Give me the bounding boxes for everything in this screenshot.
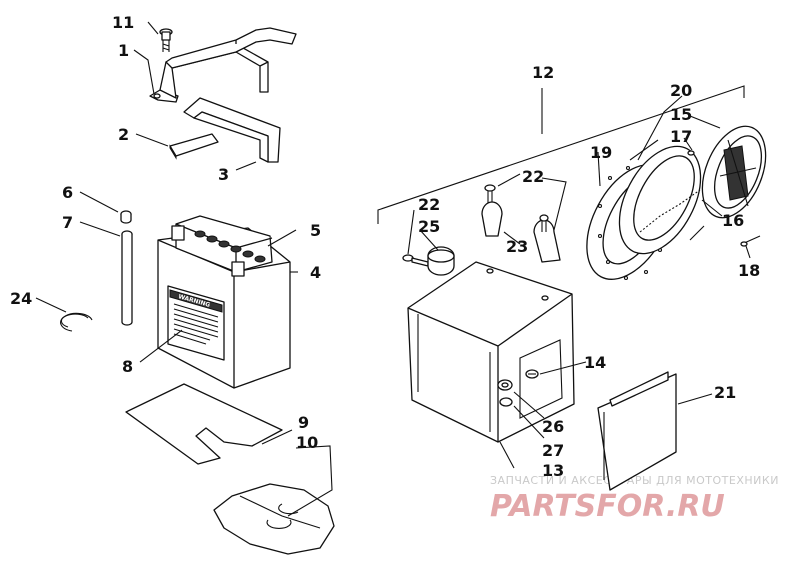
storage-box-part-13 (407, 261, 575, 443)
manual-part-21 (597, 371, 677, 491)
callout-15: 15 (670, 105, 692, 124)
callout-17: 17 (670, 127, 692, 146)
callout-26: 26 (542, 417, 564, 436)
callout-5: 5 (310, 221, 321, 240)
nut-part-27 (499, 397, 513, 407)
callout-10: 10 (296, 433, 318, 452)
callout-27: 27 (542, 441, 564, 460)
callout-8: 8 (122, 357, 133, 376)
callout-16: 16 (722, 211, 744, 230)
washer-part-26 (497, 379, 513, 391)
watermark-logo: PARTSFOR.RU (490, 489, 725, 524)
storage-bag-part-10 (213, 483, 335, 555)
callout-13: 13 (542, 461, 564, 480)
callout-23: 23 (506, 237, 528, 256)
battery-vent-caps (194, 230, 266, 263)
callout-2: 2 (118, 125, 129, 144)
bolt-part-11 (159, 28, 173, 52)
callout-3: 3 (218, 165, 229, 184)
lid-frame-part-20 (618, 139, 705, 255)
battery-part-4: WARNING (157, 215, 291, 389)
callout-12: 12 (532, 63, 554, 82)
lanyard-part-16 (639, 189, 701, 233)
callout-9: 9 (298, 413, 309, 432)
strap-part-25 (427, 246, 455, 276)
screw-part-14 (525, 369, 539, 379)
hold-down-bracket-part-1 (149, 27, 297, 103)
callout-22-top: 22 (522, 167, 544, 186)
leader-lines (35, 21, 751, 517)
callout-21: 21 (714, 383, 736, 402)
warning-label-part-8: WARNING (167, 285, 225, 361)
callout-11: 11 (112, 13, 134, 32)
callout-labels: 11 1 2 3 6 7 5 4 24 8 9 10 12 20 15 17 1… (10, 13, 760, 480)
watermark: ЗАПЧАСТИ И АКСЕССУАРЫ ДЛЯ МОТОТЕХНИКИ PA… (490, 474, 779, 524)
vent-cap-part-6 (120, 210, 132, 224)
callout-19: 19 (590, 143, 612, 162)
callout-20: 20 (670, 81, 692, 100)
watermark-tagline: ЗАПЧАСТИ И АКСЕССУАРЫ ДЛЯ МОТОТЕХНИКИ (490, 474, 779, 487)
callout-4: 4 (310, 263, 321, 282)
callout-1: 1 (118, 41, 129, 60)
pin-part-18 (740, 235, 761, 247)
callout-24: 24 (10, 289, 32, 308)
screw-part-17 (687, 150, 695, 156)
vent-tube-part-7 (121, 230, 133, 326)
battery-pad-part-9 (125, 383, 283, 465)
screw-part-22-top (484, 184, 496, 206)
group-bracket-12 (377, 85, 745, 224)
callout-25: 25 (418, 217, 440, 236)
callout-18: 18 (738, 261, 760, 280)
callout-6: 6 (62, 183, 73, 202)
battery-bracket-part-3 (183, 97, 281, 163)
screw-part-22-left (402, 254, 429, 267)
clip-ring-part-24 (60, 312, 93, 332)
pad-part-2 (169, 133, 219, 160)
callout-22-left: 22 (418, 195, 440, 214)
callout-7: 7 (62, 213, 73, 232)
lid-part-15 (701, 125, 767, 219)
strap-part-23 (481, 201, 561, 263)
callout-14: 14 (584, 353, 606, 372)
